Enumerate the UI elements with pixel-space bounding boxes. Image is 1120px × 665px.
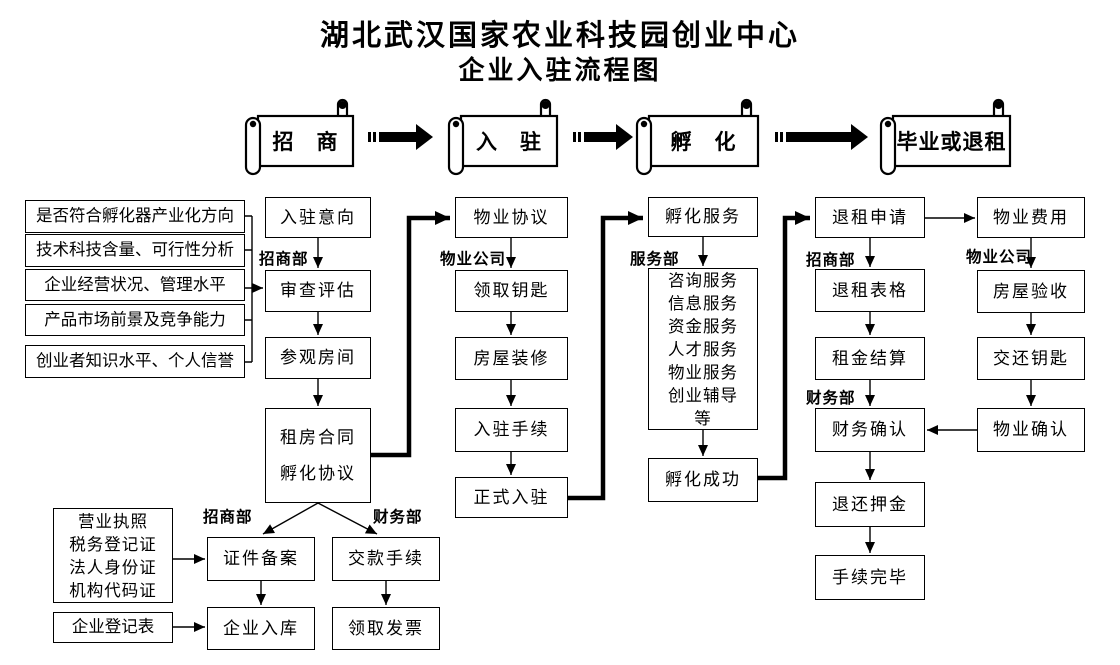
- stage-elbow-connectors: [371, 211, 810, 501]
- dept-label-reg-caiwu: 财务部: [373, 509, 423, 526]
- box-property-agreement: 物业协议: [455, 197, 568, 238]
- box-get-keys: 领取钥匙: [455, 270, 568, 312]
- box-refund-deposit: 退还押金: [815, 482, 925, 527]
- dept-label-fuwu: 服务部: [630, 251, 680, 268]
- box-renovation: 房屋装修: [455, 337, 568, 380]
- box-criteria-1: 是否符合孵化器产业化方向: [25, 200, 245, 233]
- scroll-banner-shape-ruzhu: [447, 98, 559, 176]
- box-incubation-service: 孵化服务: [648, 197, 758, 237]
- service-line-6: 创业辅导: [668, 385, 738, 405]
- doc-line-4: 机构代码证: [69, 580, 157, 600]
- contract-line-1: 租房合同: [280, 427, 356, 447]
- box-enterprise-archive: 企业入库: [207, 607, 315, 650]
- criteria-bracket-connector: [245, 215, 263, 363]
- box-checkin-procedure: 入驻手续: [455, 408, 568, 452]
- scroll-banner-shape-zhaoshang: [244, 98, 355, 176]
- box-return-form: 退租表格: [815, 269, 925, 312]
- box-service-list: 咨询服务 信息服务 资金服务 人才服务 物业服务 创业辅导 等: [648, 268, 758, 430]
- elbow-official-to-incubation: [568, 211, 643, 501]
- dept-label-zhaoshang: 招商部: [259, 251, 309, 268]
- box-criteria-5: 创业者知识水平、个人信誉: [25, 345, 245, 378]
- box-property-fee: 物业费用: [977, 197, 1085, 238]
- service-line-5: 物业服务: [668, 362, 738, 382]
- flow-arrows: [173, 213, 1036, 632]
- box-finance-confirm: 财务确认: [815, 408, 925, 452]
- box-rent-settlement: 租金结算: [815, 337, 925, 380]
- banner-zhaoshang: 招 商: [272, 130, 339, 154]
- doc-line-2: 税务登记证: [69, 534, 157, 554]
- box-official-checkin: 正式入驻: [455, 477, 568, 518]
- banner-fuhua: 孵 化: [670, 130, 737, 154]
- box-incubation-success: 孵化成功: [648, 458, 758, 502]
- dept-label-reg-zhaoshang: 招商部: [203, 509, 253, 526]
- dept-label-tuizu-zhaoshang: 招商部: [806, 252, 856, 269]
- scroll-banner-shape-fuhua: [635, 98, 760, 176]
- box-house-inspection: 房屋验收: [977, 270, 1085, 313]
- box-criteria-2: 技术科技含量、可行性分析: [25, 234, 245, 267]
- service-line-2: 信息服务: [668, 293, 738, 313]
- box-enterprise-form: 企业登记表: [53, 612, 173, 643]
- box-review-assess: 审查评估: [265, 270, 371, 312]
- box-payment-procedure: 交款手续: [332, 537, 440, 581]
- big-arrow-icon-3: [775, 124, 868, 150]
- box-entry-intention: 入驻意向: [265, 197, 371, 238]
- box-license-docs: 营业执照 税务登记证 法人身份证 机构代码证: [53, 508, 173, 603]
- big-arrow-icon-2: [573, 124, 633, 150]
- doc-line-3: 法人身份证: [69, 557, 157, 577]
- big-arrow-icon-1: [368, 124, 433, 150]
- dept-label-wuye2: 物业公司: [966, 249, 1033, 266]
- box-criteria-4: 产品市场前景及竞争能力: [25, 304, 245, 336]
- elbow-contract-to-agreement: [371, 211, 450, 458]
- box-return-keys: 交还钥匙: [977, 337, 1085, 380]
- service-line-1: 咨询服务: [668, 270, 738, 290]
- box-procedure-complete: 手续完毕: [815, 555, 925, 600]
- page-subtitle: 企业入驻流程图: [458, 56, 662, 85]
- service-line-7: 等: [694, 408, 712, 428]
- box-visit-room: 参观房间: [265, 337, 371, 379]
- scroll-banner-shape-biye: [879, 98, 1012, 176]
- box-get-invoice: 领取发票: [332, 607, 440, 650]
- box-certificate-filing: 证件备案: [207, 537, 315, 581]
- box-property-confirm: 物业确认: [977, 408, 1085, 452]
- banner-biye: 毕业或退租: [896, 130, 1007, 154]
- service-line-3: 资金服务: [668, 316, 738, 336]
- elbow-success-to-apply: [758, 211, 810, 481]
- dept-label-wuye: 物业公司: [440, 251, 507, 268]
- dept-label-tuizu-caiwu: 财务部: [806, 390, 856, 407]
- doc-line-1: 营业执照: [78, 511, 148, 531]
- box-return-apply: 退租申请: [815, 197, 925, 238]
- contract-line-2: 孵化协议: [280, 463, 356, 483]
- page-title: 湖北武汉国家农业科技园创业中心: [319, 20, 800, 52]
- banner-ruzhu: 入 驻: [476, 130, 542, 154]
- box-criteria-3: 企业经营状况、管理水平: [25, 269, 245, 301]
- box-contract-agreement: 租房合同 孵化协议: [265, 408, 371, 503]
- service-line-4: 人才服务: [668, 339, 738, 359]
